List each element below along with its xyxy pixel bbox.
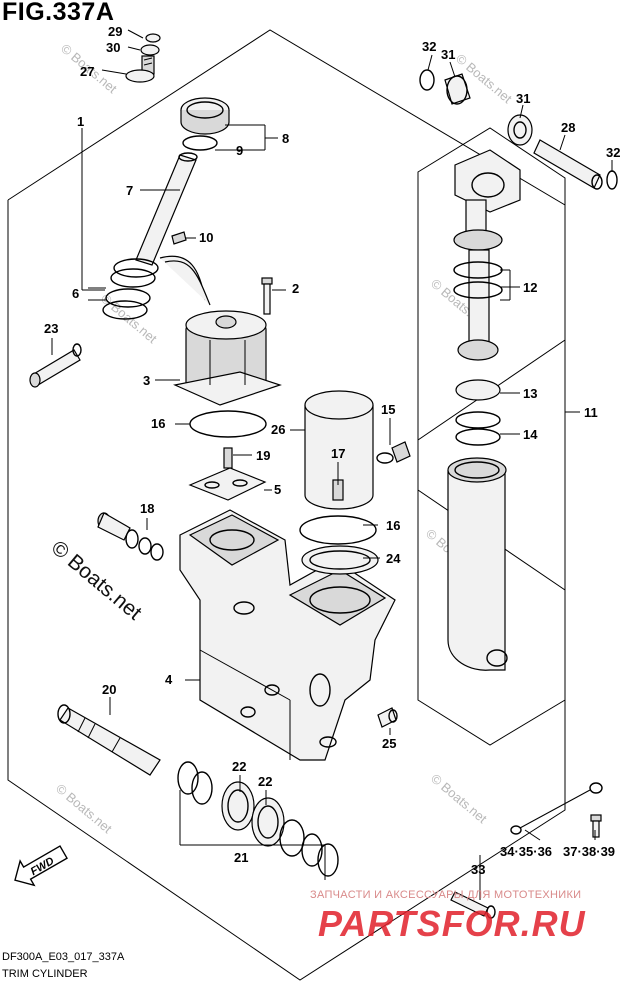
callout-3: 3 (143, 373, 150, 388)
callout-18: 18 (140, 501, 154, 516)
watermark-text: © Boats.net (53, 781, 115, 837)
callout-17: 17 (331, 446, 345, 461)
callout-26: 26 (271, 422, 285, 437)
callout-30: 30 (106, 40, 120, 55)
callout-1: 1 (77, 114, 84, 129)
callout-28: 28 (561, 120, 575, 135)
valve-18 (97, 512, 164, 561)
reservoir-26 (304, 390, 374, 510)
callout-22a: 22 (232, 759, 246, 774)
screw-37 (590, 814, 602, 838)
callout-24: 24 (386, 551, 401, 566)
callout-5: 5 (274, 482, 281, 497)
seal-24 (301, 545, 379, 575)
callout-7: 7 (126, 183, 133, 198)
callout-27: 27 (80, 64, 94, 79)
ground-wire-34 (510, 782, 603, 835)
callout-21: 21 (234, 850, 248, 865)
callout-16b: 16 (386, 518, 400, 533)
callout-23: 23 (44, 321, 58, 336)
watermark-text: © Boats.net (428, 771, 490, 827)
assembly-11-outline (417, 127, 566, 746)
figure-caption: TRIM CYLINDER (2, 968, 88, 980)
brand-logo: PARTSFOR.RU (318, 903, 586, 944)
callout-22b: 22 (258, 774, 272, 789)
callout-34-35-36: 34·35·36 (500, 844, 552, 859)
callout-10: 10 (199, 230, 213, 245)
oring-16b (299, 515, 377, 545)
callout-13: 13 (523, 386, 537, 401)
oring-16a (189, 410, 267, 438)
callout-16a: 16 (151, 416, 165, 431)
motor-3 (159, 255, 282, 406)
tube-7 (135, 152, 198, 266)
valve-23 (29, 343, 82, 388)
bolt-33 (450, 891, 496, 919)
plug-15 (376, 441, 411, 464)
ring-32a (419, 69, 435, 91)
callout-14: 14 (523, 427, 538, 442)
callout-15: 15 (381, 402, 395, 417)
callout-31a: 31 (441, 47, 455, 62)
rings-6 (102, 258, 159, 320)
callout-9: 9 (236, 143, 243, 158)
callout-32a: 32 (422, 39, 436, 54)
rings-21-22 (177, 761, 339, 877)
callout-25: 25 (382, 736, 396, 751)
callout-33: 33 (471, 862, 485, 877)
callout-20: 20 (102, 682, 116, 697)
bolt-2 (261, 277, 273, 315)
cap-8 (180, 97, 230, 151)
fwd-label: FWD (29, 855, 57, 878)
callout-37-38-39: 37·38·39 (563, 844, 615, 859)
callout-8: 8 (282, 131, 289, 146)
brand-tagline: ЗАПЧАСТИ И АКСЕССУАРЫ ДЛЯ МОТОТЕХНИКИ (310, 889, 582, 901)
cylinder-11 (447, 457, 508, 671)
callout-32b: 32 (606, 145, 620, 160)
pin-10 (171, 231, 187, 245)
plate-5 (188, 467, 267, 501)
callout-6: 6 (72, 286, 79, 301)
callout-11: 11 (584, 405, 598, 420)
watermark-text-large: © Boats.net (47, 536, 146, 624)
callout-labels: 1 2 3 4 5 6 7 8 9 10 11 12 13 14 15 16 1… (44, 24, 620, 877)
shaft-28 (533, 139, 603, 190)
callout-4: 4 (165, 672, 173, 687)
valve-20 (57, 704, 161, 776)
callout-31b: 31 (516, 91, 530, 106)
bushing-31a (444, 73, 471, 105)
screw-27 (125, 33, 161, 83)
ring-32b (606, 170, 618, 190)
rod-assembly (453, 149, 521, 446)
fwd-arrow-icon: FWD (14, 845, 68, 887)
callout-19: 19 (256, 448, 270, 463)
housing-4 (179, 509, 396, 761)
callout-2: 2 (292, 281, 299, 296)
screw-25 (377, 707, 398, 728)
leader-lines (51, 29, 613, 900)
figure-code: DF300A_E03_017_337A (2, 951, 125, 963)
bushing-31b (507, 114, 533, 146)
callout-12: 12 (523, 280, 537, 295)
callout-29: 29 (108, 24, 122, 39)
screw-19 (223, 447, 233, 469)
figure-title: FIG.337A (2, 0, 115, 26)
